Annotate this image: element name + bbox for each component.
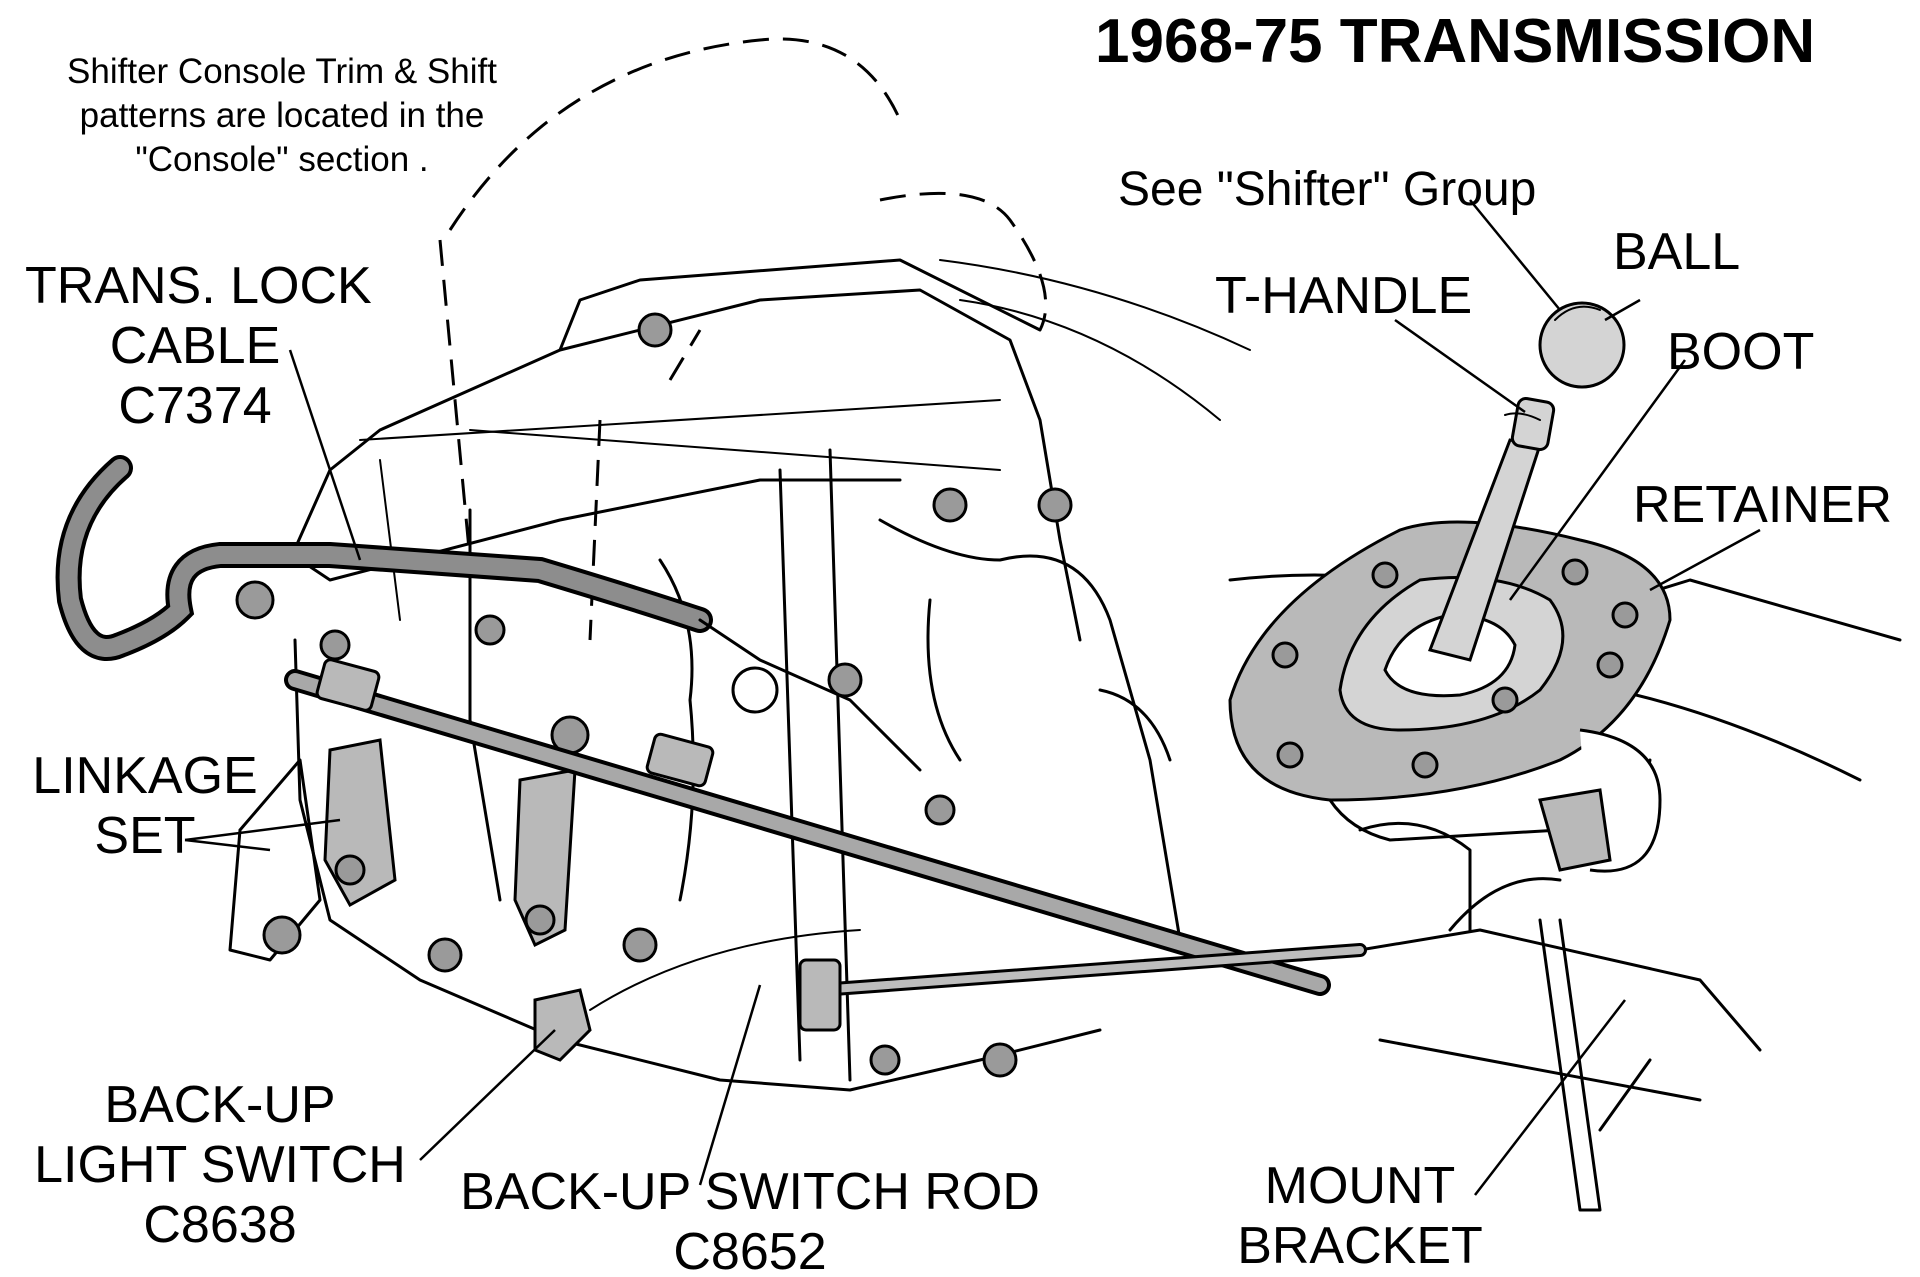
- label-boot: BOOT: [1667, 323, 1815, 381]
- label-mount-bracket-line-2: BRACKET: [1237, 1217, 1483, 1275]
- mount-bracket: [1448, 788, 1652, 1212]
- label-t-handle: T-HANDLE: [1215, 267, 1473, 325]
- label-backup-switch-rod-line-1: BACK-UP SWITCH ROD: [460, 1163, 1040, 1221]
- console-note-line-1: Shifter Console Trim & Shift: [67, 52, 497, 91]
- label-backup-switch-rod-line-2: C8652: [673, 1223, 827, 1277]
- label-trans-lock-cable-line-3: C7374: [118, 377, 272, 435]
- label-trans-lock-cable-line-2: CABLE: [109, 317, 281, 375]
- label-retainer: RETAINER: [1633, 476, 1893, 534]
- console-note-line-3: "Console" section .: [135, 140, 429, 179]
- label-linkage-set-line-2: SET: [94, 807, 196, 865]
- label-backup-light-switch-line-1: BACK-UP: [104, 1076, 336, 1134]
- console-note: Shifter Console Trim & Shift patterns ar…: [22, 50, 542, 182]
- diagram-title: 1968-75 TRANSMISSION: [1095, 7, 1816, 76]
- console-outline-dashed: [438, 37, 1048, 641]
- leader-lines: [184, 199, 1761, 1196]
- housing-bolts: [235, 312, 1073, 1078]
- secondary-linkage-rod: [798, 943, 1367, 1032]
- shifter-group-reference: See "Shifter" Group: [1118, 163, 1537, 216]
- label-linkage-set: LINKAGE SET: [20, 746, 270, 866]
- backup-switch-rod: [284, 658, 1331, 996]
- label-trans-lock-cable: TRANS. LOCK CABLE C7374: [25, 256, 372, 436]
- label-mount-bracket-line-1: MOUNT: [1264, 1157, 1456, 1215]
- label-backup-light-switch-line-2: LIGHT SWITCH: [34, 1136, 406, 1194]
- label-backup-light-switch: BACK-UP LIGHT SWITCH C8638: [20, 1075, 420, 1255]
- label-mount-bracket: MOUNT BRACKET: [1225, 1156, 1495, 1276]
- shift-ball: [1538, 301, 1626, 389]
- console-note-line-2: patterns are located in the: [79, 96, 485, 135]
- label-ball: BALL: [1613, 223, 1741, 281]
- backup-light-switch: [533, 927, 861, 1062]
- label-backup-switch-rod: BACK-UP SWITCH ROD C8652: [455, 1162, 1045, 1277]
- trans-lock-cable: [55, 455, 922, 772]
- label-linkage-set-line-1: LINKAGE: [32, 747, 258, 805]
- label-trans-lock-cable-line-1: TRANS. LOCK: [25, 257, 372, 315]
- label-backup-light-switch-line-3: C8638: [143, 1196, 297, 1254]
- bell-housing-flange: [228, 758, 463, 973]
